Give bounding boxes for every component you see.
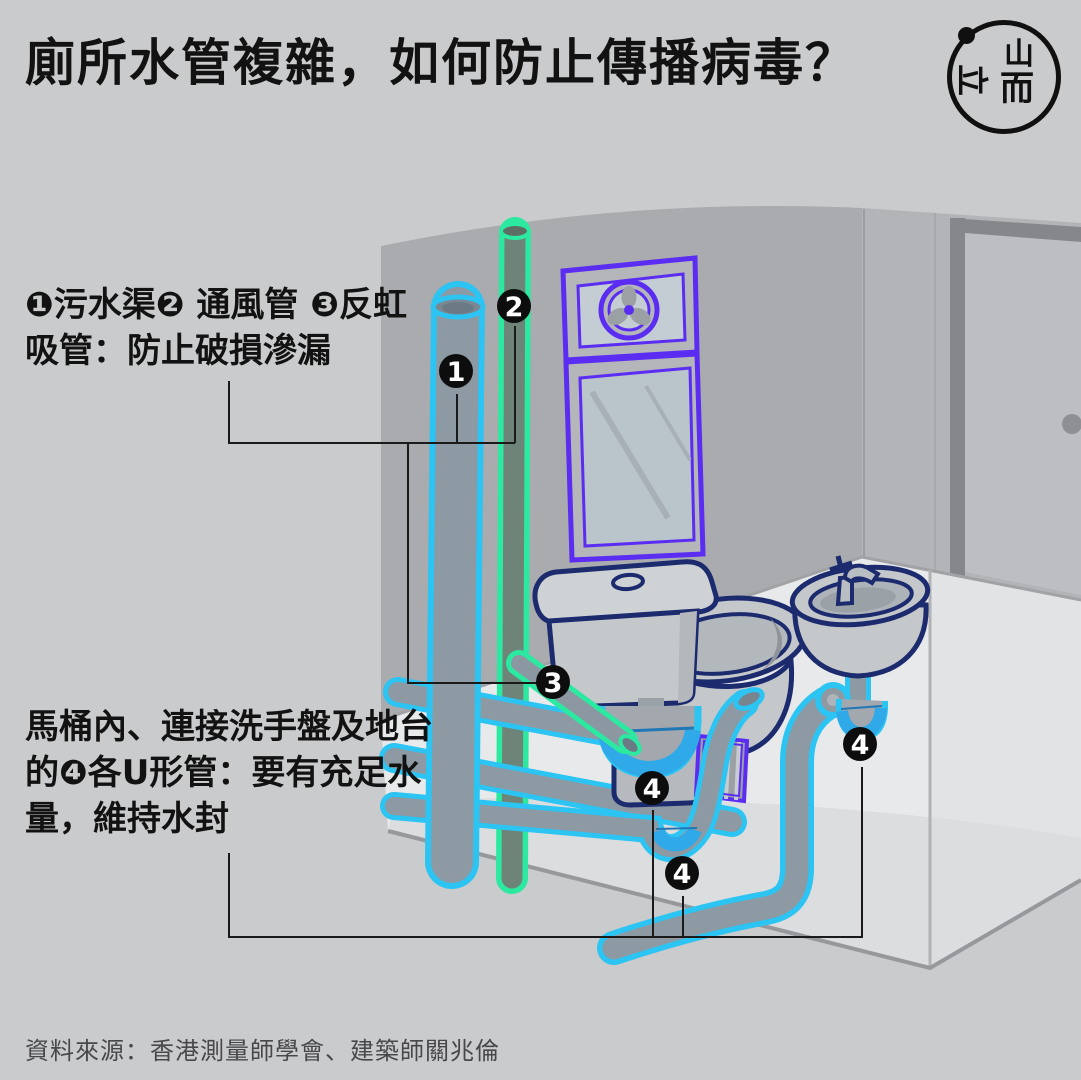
logo-glyph-top: 山 xyxy=(1004,37,1034,72)
badge-3-number: 3 xyxy=(544,668,563,699)
door-panel xyxy=(965,233,1081,595)
badge-1-number: 1 xyxy=(447,357,466,388)
floor-trap-water xyxy=(651,826,702,852)
annotation-pipes-line1: ❶污水渠❷ 通風管 ❸反虹 xyxy=(25,285,408,325)
vent-pipe-opening xyxy=(499,222,531,240)
mirror-glass xyxy=(578,366,696,548)
leader-badge3 xyxy=(407,443,547,684)
door-frame-left xyxy=(950,218,965,588)
leader-lines xyxy=(228,326,863,938)
soil-pipe-inner xyxy=(442,302,474,314)
toilet-trap-water xyxy=(598,728,701,778)
faucet xyxy=(829,555,881,607)
badge-1: 1 xyxy=(439,354,473,388)
badge-4-floor: 4 xyxy=(665,856,699,890)
anti-siphon-opening xyxy=(618,734,642,756)
trap-outlet-opening xyxy=(733,687,765,711)
badge-3: 3 xyxy=(536,665,570,699)
floor-trap-run xyxy=(380,687,765,862)
door xyxy=(950,218,1081,595)
number-badges: 1 2 3 4 4 4 xyxy=(439,289,877,890)
flush-button xyxy=(611,572,645,592)
source-credit: 資料來源：香港測量師學會、建築師關兆倫 xyxy=(25,1037,500,1065)
badge-4c-number: 4 xyxy=(851,730,870,761)
logo-glyph-side: 立 xyxy=(953,63,992,97)
toilet-trap xyxy=(597,698,702,779)
floor-front-edge xyxy=(387,829,1081,971)
cistern-shade xyxy=(678,611,697,703)
anti-siphon-pipe xyxy=(506,650,642,756)
leader-block1 xyxy=(228,381,515,444)
leader-block2 xyxy=(228,767,863,938)
annotation-pipes-line2: 吸管：防止破損滲漏 xyxy=(25,330,331,371)
badge-2-number: 2 xyxy=(505,292,524,323)
annotation-utraps-line2: 的❹各U形管：要有充足水 xyxy=(25,752,422,793)
fan-icon xyxy=(598,279,660,341)
toilet-bowl-shadow xyxy=(762,618,782,670)
badge-4b-number: 4 xyxy=(673,859,692,890)
sink xyxy=(597,555,931,965)
annotation-utraps: 馬桶內、連接洗手盤及地台 的❹各U形管：要有充足水 量，維持水封 xyxy=(25,705,433,843)
annotation-utraps-line3: 量，維持水封 xyxy=(25,798,229,839)
page-title: 廁所水管複雜，如何防止傳播病毒？ xyxy=(25,34,857,92)
initium-logo: 山 而 立 xyxy=(947,20,1061,134)
mirror-reflection-streak xyxy=(644,384,692,462)
annotation-pipes: ❶污水渠❷ 通風管 ❸反虹 吸管：防止破損滲漏 xyxy=(25,283,407,375)
logo-dot-icon xyxy=(958,27,975,44)
door-knob xyxy=(1062,414,1081,434)
badge-2: 2 xyxy=(497,289,531,323)
mirror-reflection-streak xyxy=(589,390,671,520)
room-walls xyxy=(380,205,1081,971)
logo-glyph-mid: 而 xyxy=(1000,69,1034,109)
mirror-fan-unit xyxy=(560,255,706,563)
badge-4a-number: 4 xyxy=(643,774,662,805)
badge-4-sink: 4 xyxy=(843,727,877,761)
annotation-utraps-line1: 馬桶內、連接洗手盤及地台 xyxy=(25,707,433,747)
interior-floor xyxy=(388,797,1081,968)
badge-4-toilet: 4 xyxy=(635,771,669,805)
door-frame-top xyxy=(950,218,1081,242)
